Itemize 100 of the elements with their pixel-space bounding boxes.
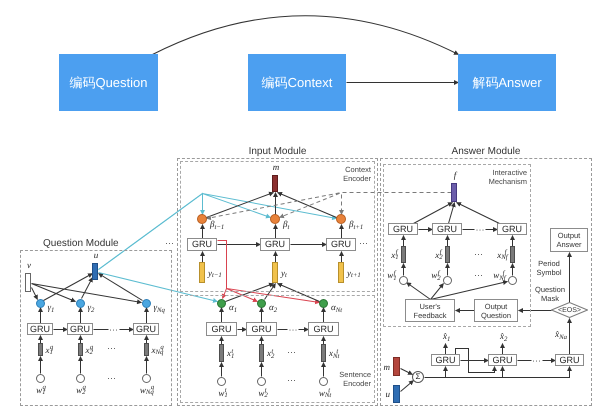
vector-label: f xyxy=(454,170,456,181)
arrow xyxy=(43,273,93,301)
arrow xyxy=(259,336,264,345)
module-title: Answer Module xyxy=(452,146,520,158)
arrow xyxy=(259,362,264,377)
arrow xyxy=(98,192,337,270)
math-label: β$_{t}$ xyxy=(283,219,290,230)
arrow xyxy=(445,263,450,276)
arrow xyxy=(81,277,93,299)
math-label: x̂$_{1}$ xyxy=(443,331,456,343)
vector-label: u xyxy=(386,389,390,400)
math-label: y$_{t}$ xyxy=(281,268,287,278)
vector-label: m xyxy=(384,362,390,372)
arrow xyxy=(144,356,149,374)
gru-block: GRU xyxy=(206,322,237,336)
arrow xyxy=(567,252,572,303)
gru-block: GRU xyxy=(67,323,93,335)
arrow xyxy=(567,318,572,355)
arrow xyxy=(219,362,224,377)
arrow xyxy=(401,235,406,247)
arrow xyxy=(321,362,326,377)
process-box: 解码Answer xyxy=(458,54,556,111)
arrow xyxy=(264,283,276,300)
arrow xyxy=(510,235,515,247)
arrow xyxy=(31,283,76,302)
arrow xyxy=(273,224,278,239)
encoder-frame xyxy=(180,295,375,403)
arrow xyxy=(93,327,134,332)
arrow xyxy=(455,308,475,313)
arrow xyxy=(38,335,43,344)
arrow xyxy=(259,307,264,323)
arrow xyxy=(321,307,326,323)
arrow xyxy=(510,263,515,276)
arrow xyxy=(443,343,448,355)
encoder-frame xyxy=(180,161,375,292)
arrow xyxy=(273,251,278,263)
arrow xyxy=(277,192,337,218)
arrow xyxy=(290,242,327,247)
arrow xyxy=(217,242,261,247)
arrow xyxy=(200,251,205,263)
arrow xyxy=(277,327,309,332)
arrow xyxy=(413,202,453,224)
arrow xyxy=(518,308,552,313)
process-box: 编码Question xyxy=(59,54,158,111)
arrow xyxy=(31,283,142,304)
arrow xyxy=(445,235,450,247)
math-label: β$_{t−1}$ xyxy=(210,219,224,230)
module-title: Input Module xyxy=(248,146,306,158)
arrow xyxy=(225,282,274,302)
gru-block: GRU xyxy=(488,354,517,366)
math-label: α$_{2}$ xyxy=(269,302,278,313)
arrow xyxy=(78,335,83,344)
ellipsis: ··· xyxy=(474,249,483,260)
arrow xyxy=(78,356,83,374)
math-label: γ$_{2}$ xyxy=(88,302,94,313)
arrow xyxy=(237,327,247,332)
arrow xyxy=(418,227,433,232)
arrow xyxy=(200,224,205,239)
math-label: γ$_{1}$ xyxy=(48,302,54,313)
arrow xyxy=(424,366,572,378)
gru-block: GRU xyxy=(27,323,53,335)
arrow xyxy=(31,287,38,300)
ellipsis: ··· xyxy=(287,347,296,358)
arrow xyxy=(78,307,83,324)
arrow xyxy=(277,282,320,302)
math-label: α$_{1}$ xyxy=(229,302,238,313)
ellipsis: ··· xyxy=(107,373,116,384)
curved-arrow xyxy=(152,15,459,55)
vector-label: v xyxy=(27,260,31,271)
math-label: y$_{t+1}$ xyxy=(347,268,361,278)
arrow xyxy=(346,80,459,85)
arrow xyxy=(430,283,444,300)
arrow xyxy=(98,272,218,303)
arrow xyxy=(406,282,431,300)
arrow xyxy=(98,273,143,301)
arrow xyxy=(219,307,224,323)
arrow xyxy=(339,224,344,239)
math-label: γ$_{Nq}$ xyxy=(154,302,165,313)
math-label: β$_{t+1}$ xyxy=(349,219,364,230)
arrow xyxy=(448,202,456,224)
arrow xyxy=(321,336,326,345)
arrow xyxy=(219,336,224,345)
arrow xyxy=(401,263,406,276)
arrow xyxy=(273,192,278,215)
arrow xyxy=(430,280,508,300)
module-title: Question Module xyxy=(43,238,119,250)
gru-block: GRU xyxy=(555,354,584,366)
gru-block: GRU xyxy=(388,223,418,235)
ellipsis: ··· xyxy=(165,238,174,249)
arrow xyxy=(144,335,149,344)
ellipsis: ··· xyxy=(287,375,296,386)
arrow xyxy=(144,307,149,324)
gru-block: GRU xyxy=(326,238,356,251)
vector-label: u xyxy=(94,250,98,261)
vector-label: m xyxy=(272,162,280,173)
arrow xyxy=(38,307,43,324)
arrow xyxy=(38,356,43,374)
gru-block: GRU xyxy=(246,322,277,336)
encoder-frame xyxy=(383,164,531,327)
arrow xyxy=(206,192,274,218)
